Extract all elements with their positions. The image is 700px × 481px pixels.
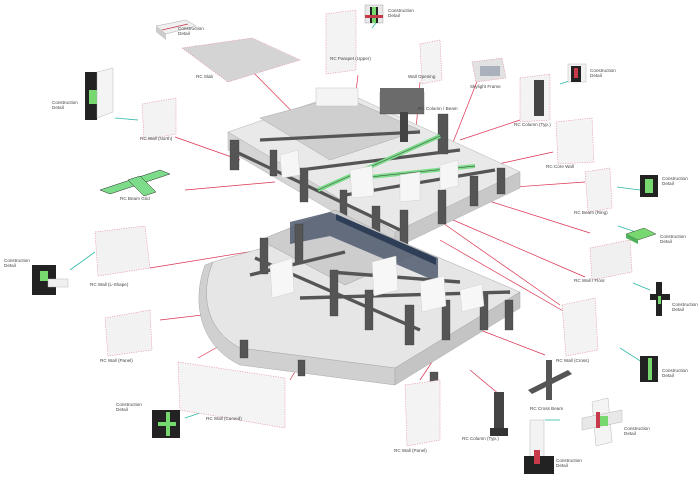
part-details xyxy=(32,4,670,474)
detail-right-1 xyxy=(640,175,658,197)
label-part-roof-slab: RC Slab xyxy=(196,74,214,79)
detail-bottom-left xyxy=(152,410,180,438)
detail-right-2 xyxy=(625,227,657,244)
part-skylight-shape xyxy=(480,66,500,76)
upper-floor-assembly xyxy=(227,87,521,249)
detail-right-4 xyxy=(640,356,658,382)
part-cross-beam xyxy=(528,360,572,400)
label-part-skylight: Skylight Frame xyxy=(470,84,501,89)
label-part-beam-grid: RC Beam Grid xyxy=(120,196,150,201)
detail-top-center xyxy=(364,4,384,24)
exploded-parts xyxy=(94,9,633,447)
label-part-column-bottom: RC Column (Typ.) xyxy=(462,436,499,441)
part-column-small xyxy=(534,80,544,116)
label-part-parapet-upper: RC Parapet (Upper) xyxy=(330,56,371,61)
label-part-floor-wall-right: RC Wall / Floor xyxy=(574,278,605,283)
label-part-wall-panel-left: RC Wall (Panel) xyxy=(100,358,133,363)
label-part-column-small: RC Column (Typ.) xyxy=(514,122,551,127)
lower-floor-assembly xyxy=(198,209,521,391)
part-column-bottom xyxy=(490,392,508,436)
label-part-beam-right: RC Beam (Ring) xyxy=(574,210,608,215)
detail-left-upper xyxy=(85,67,114,120)
label-part-column-cluster: RC Column / Beam xyxy=(418,106,458,111)
label-part-curved-wall: RC Wall (Curved) xyxy=(206,416,242,421)
detail-bottom-center xyxy=(524,419,554,474)
label-part-cross-beam: RC Cross Beam xyxy=(530,406,563,411)
detail-green-beam xyxy=(99,169,171,197)
label-part-opening-wall: Wall Opening xyxy=(408,74,436,79)
detail-top-left xyxy=(155,19,197,40)
label-part-box-right: RC Core Wall xyxy=(546,164,574,169)
label-part-wall-left-upper: RC Wall (North) xyxy=(140,136,173,141)
label-part-panel-bottom: RC Wall (Panel) xyxy=(394,448,427,453)
detail-left-lower xyxy=(32,265,69,295)
detail-right-3 xyxy=(650,282,670,316)
label-part-wall-left-lower: RC Wall (L-Shape) xyxy=(90,282,129,287)
detail-bottom-right xyxy=(581,397,623,447)
detail-top-right xyxy=(567,63,587,83)
part-column-cluster xyxy=(380,88,424,142)
label-part-wall-right-lower: RC Wall (Cross) xyxy=(556,358,589,363)
part-roof-slab-shape xyxy=(181,37,301,83)
